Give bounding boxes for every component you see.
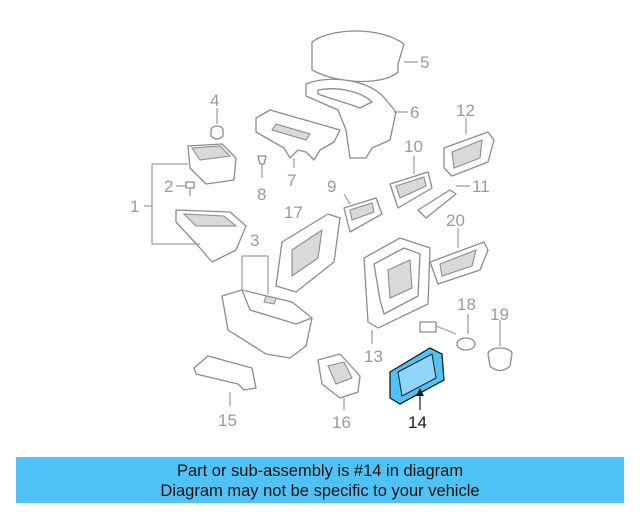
part-17-side-panel[interactable] [275, 213, 341, 293]
part-11-panel-trim[interactable] [417, 189, 457, 219]
callout-1: 1 [130, 197, 139, 216]
caption-banner: Part or sub-assembly is #14 in diagram D… [16, 457, 624, 503]
part-10-switch-bezel[interactable] [389, 171, 433, 209]
part-16-cover[interactable] [317, 353, 361, 399]
part-7-bracket[interactable] [255, 109, 341, 161]
part-19-cup-ring[interactable] [487, 347, 513, 372]
callout-8: 8 [257, 185, 266, 204]
callout-4: 4 [210, 91, 219, 110]
caption-line-2: Diagram may not be specific to your vehi… [160, 482, 480, 500]
part-1-storage-box[interactable] [187, 143, 237, 185]
parts-diagram: 5 6 7 4 2 8 1 [130, 30, 513, 432]
callout-6: 6 [410, 103, 419, 122]
part-8-clip[interactable] [257, 155, 267, 178]
part-5-armrest-lid[interactable] [311, 30, 405, 83]
callout-10: 10 [404, 137, 423, 156]
part-18-connector[interactable] [419, 321, 476, 351]
bracket-1 [144, 163, 200, 245]
part-1-tray[interactable] [175, 209, 247, 263]
callout-2: 2 [164, 177, 173, 196]
part-2-pin[interactable] [185, 181, 195, 196]
callout-14: 14 [408, 413, 427, 432]
callout-13: 13 [364, 347, 383, 366]
callout-7: 7 [287, 171, 296, 190]
part-13-rear-panel[interactable] [363, 237, 431, 329]
part-20-vent[interactable] [429, 241, 489, 285]
part-9-switch-panel[interactable] [343, 197, 383, 233]
callout-5: 5 [420, 53, 429, 72]
callout-3: 3 [250, 231, 259, 250]
callout-16: 16 [332, 413, 351, 432]
part-14-highlighted-panel[interactable] [389, 347, 445, 405]
caption-line-1: Part or sub-assembly is #14 in diagram [176, 462, 464, 480]
part-15-duct[interactable] [193, 355, 257, 391]
part-3-console-body[interactable] [221, 289, 313, 359]
bracket-3 [241, 255, 269, 294]
callout-18: 18 [457, 295, 476, 314]
callout-12: 12 [456, 101, 475, 120]
arrow-head-14 [416, 388, 424, 396]
callout-17: 17 [284, 203, 303, 222]
part-12-rear-vent[interactable] [443, 131, 495, 177]
callout-19: 19 [490, 305, 509, 324]
part-4-cap[interactable] [210, 125, 224, 140]
callout-9: 9 [327, 177, 336, 196]
callout-20: 20 [446, 211, 465, 230]
part-6-armrest-base[interactable] [305, 78, 397, 159]
callout-11: 11 [472, 177, 490, 196]
callout-15: 15 [218, 411, 237, 430]
leader-9 [343, 193, 351, 205]
